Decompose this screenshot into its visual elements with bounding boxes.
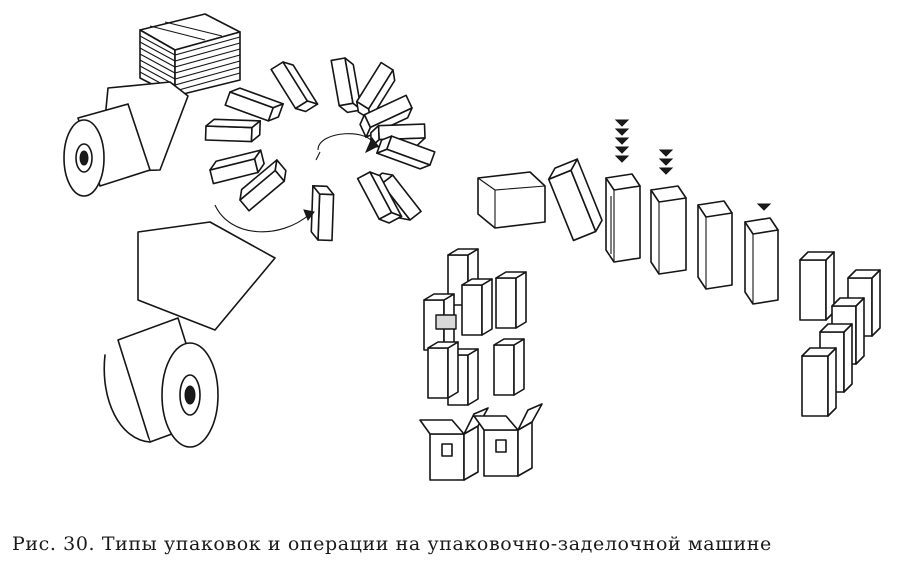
carton-open-3 bbox=[697, 200, 733, 290]
conveyor-box-1 bbox=[477, 171, 546, 229]
carton-open-1 bbox=[605, 173, 641, 263]
package-types-group bbox=[419, 248, 543, 481]
packaging-illustration bbox=[63, 13, 881, 481]
finished-packets-right bbox=[799, 251, 881, 417]
conveyor-box-2 bbox=[547, 158, 603, 242]
packet-conveyor bbox=[477, 119, 779, 305]
lower-paper-roll bbox=[103, 221, 276, 448]
upper-paper-roll bbox=[63, 81, 189, 197]
rotary-wrapping-unit bbox=[204, 55, 436, 242]
figure-caption: Рис. 30. Типы упаковок и операции на упа… bbox=[12, 533, 772, 555]
packaging-diagram bbox=[63, 13, 881, 481]
carton-open-4 bbox=[744, 217, 779, 305]
carton-open-2 bbox=[650, 185, 687, 275]
rotation-arrow-icon bbox=[315, 133, 379, 161]
down-arrow-marker-icon bbox=[614, 119, 772, 211]
